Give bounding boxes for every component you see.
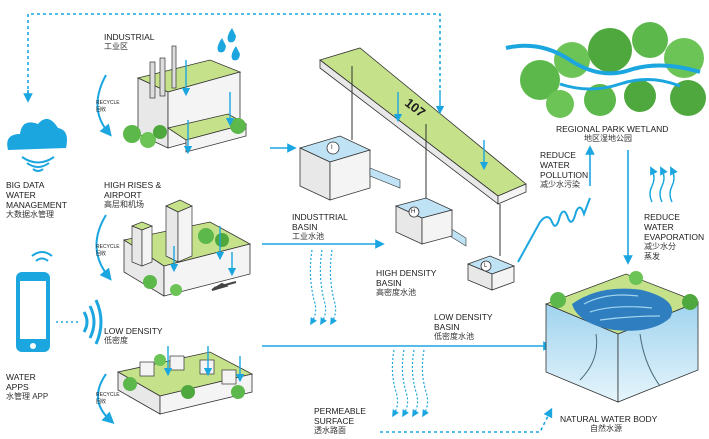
low-basin-marker: L: [484, 263, 488, 269]
regional-park-wetland: [505, 22, 706, 118]
industrial-building: [123, 45, 248, 153]
rain-drops-icon: [217, 28, 240, 61]
phone-icon: [16, 251, 53, 352]
low-density-basin: [466, 255, 516, 291]
evaporation-waves-icon: [649, 166, 678, 203]
industrial-basin: [298, 135, 372, 201]
building-drain-arrows: [163, 60, 245, 383]
cloud-icon: [7, 118, 67, 172]
high-basin-marker: H: [411, 209, 416, 215]
wifi-icon: [82, 299, 103, 345]
low-density-buildings: [116, 351, 254, 415]
road-drain-arrows: [393, 90, 489, 171]
high-density-basin: [394, 197, 454, 245]
natural-water-body: [544, 271, 700, 403]
high-rise-building: [122, 199, 252, 297]
recycle-arc-2: [95, 214, 112, 281]
industrial-basin-marker: I: [331, 145, 333, 151]
pollution-filter-line: [517, 197, 591, 263]
recycle-arc-3: [97, 373, 115, 425]
infiltration-arrows: [309, 249, 429, 418]
top-dotted-loop: [27, 13, 441, 95]
recycle-arc-1: [96, 74, 112, 137]
road-107: [319, 47, 527, 256]
bottom-dotted-line: [380, 407, 553, 433]
